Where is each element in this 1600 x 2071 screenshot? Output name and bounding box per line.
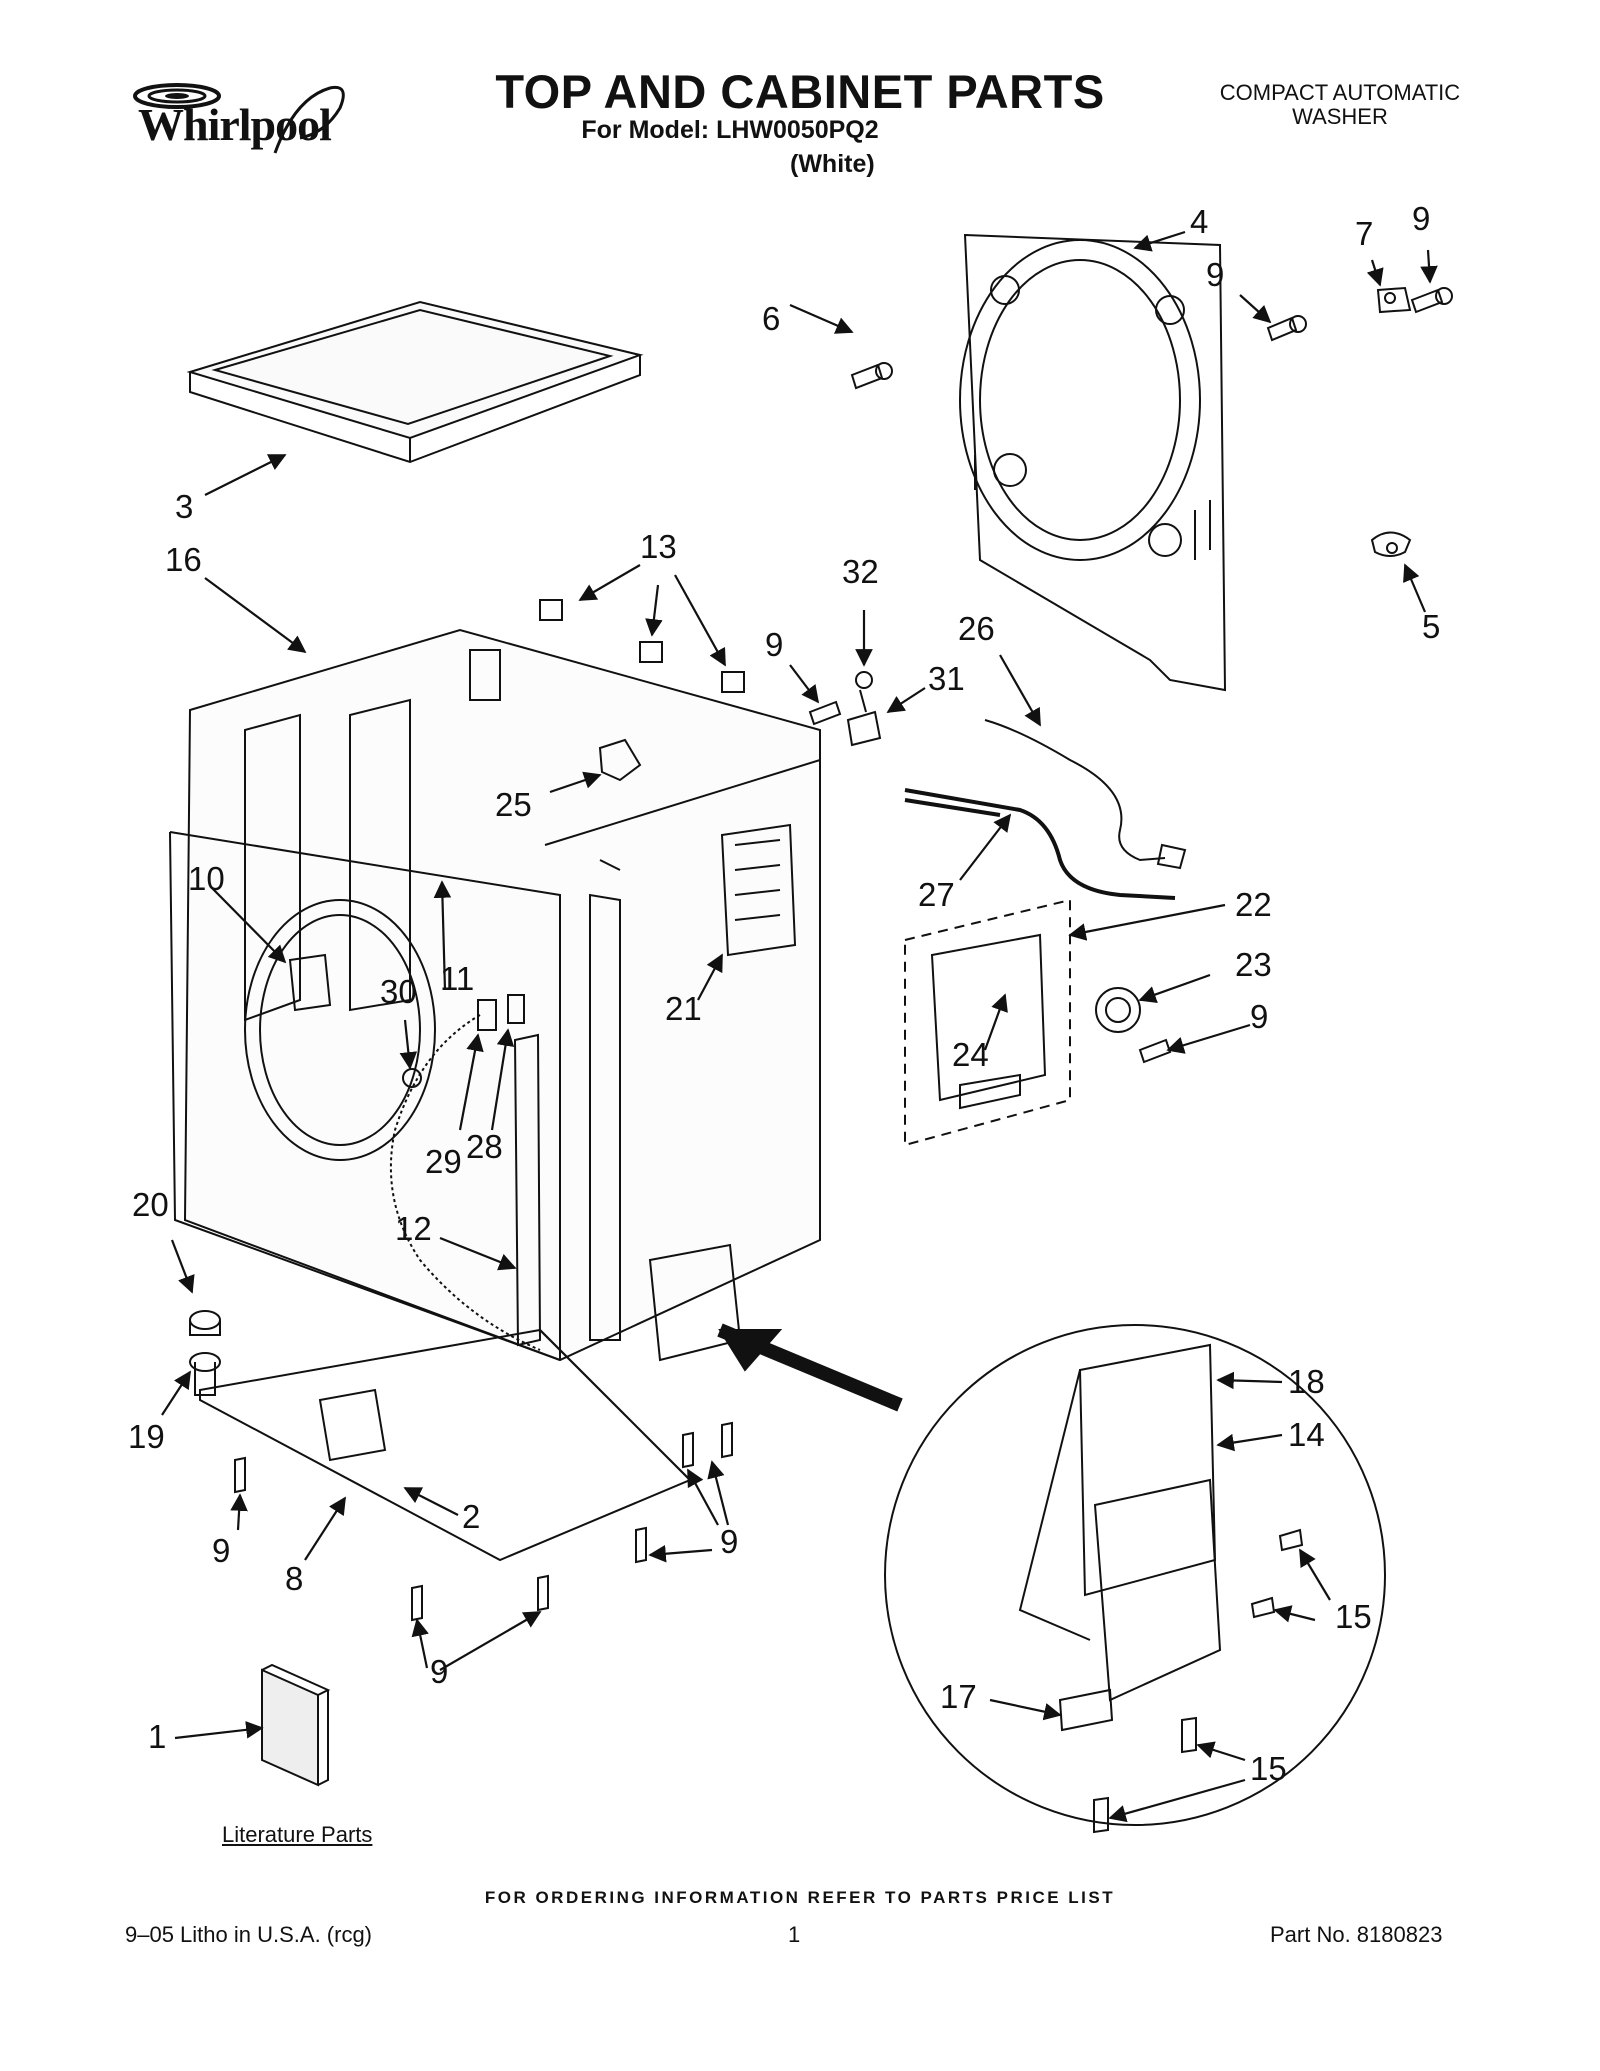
page-number: 1	[788, 1922, 801, 1947]
pressure-switch-23	[1095, 987, 1141, 1033]
callout-19: 19	[128, 1418, 165, 1455]
callout-29: 29	[425, 1143, 462, 1180]
callout-11: 11	[440, 960, 475, 997]
wire-harness	[904, 788, 1176, 900]
callout-28: 28	[466, 1128, 503, 1165]
machine-type-line-2: WASHER	[1292, 104, 1388, 129]
model-line: For Model: LHW0050PQ2	[581, 116, 879, 144]
parts-29-28	[477, 994, 525, 1031]
base-plate	[199, 1328, 692, 1562]
screws-9-base	[234, 1421, 733, 1622]
pump-bracket-24	[930, 933, 1047, 1110]
part-number: Part No. 8180823	[1270, 1922, 1443, 1947]
callout-9-b: 9	[1412, 200, 1431, 237]
brand-logo: Whirlpool	[138, 99, 332, 150]
callout-6: 6	[762, 300, 781, 337]
color-line: (White)	[790, 150, 875, 178]
detail-bracket-18	[1018, 1343, 1222, 1702]
leveling-legs	[189, 1310, 221, 1396]
callout-9-a: 9	[1206, 256, 1225, 293]
dashed-box-22	[904, 898, 1071, 1147]
cabinet	[169, 628, 821, 1362]
callout-20: 20	[132, 1186, 169, 1223]
part-25	[598, 738, 642, 782]
callout-9-e: 9	[212, 1532, 231, 1569]
callout-8: 8	[285, 1560, 304, 1597]
bracket-31	[846, 671, 882, 747]
callout-22: 22	[1235, 886, 1272, 923]
callout-9-g: 9	[430, 1653, 449, 1690]
callout-12: 12	[395, 1210, 432, 1247]
callout-2: 2	[462, 1498, 481, 1535]
callout-9-c: 9	[765, 626, 784, 663]
whirlpool-swirl-icon	[133, 83, 345, 154]
callout-21: 21	[665, 990, 702, 1027]
screw-9-cabinet	[808, 700, 842, 726]
callout-32: 32	[842, 553, 879, 590]
callout-23: 23	[1235, 946, 1272, 983]
dashed-edge	[389, 1014, 541, 1351]
callout-15-a: 15	[1335, 1598, 1372, 1635]
wire-channel-12	[513, 1033, 542, 1347]
callout-27: 27	[918, 876, 955, 913]
litho-note: 9–05 Litho in U.S.A. (rcg)	[125, 1922, 373, 1947]
callout-5: 5	[1422, 608, 1441, 645]
bracket-17	[1058, 1688, 1114, 1732]
control-board	[720, 823, 797, 957]
screw-9-switch	[1138, 1038, 1172, 1064]
callout-9-f: 9	[720, 1523, 739, 1560]
callout-1: 1	[148, 1718, 167, 1755]
detail-circle	[884, 1324, 1386, 1826]
clip-5	[1370, 531, 1412, 557]
door-lock-10	[288, 953, 332, 1012]
page-title: TOP AND CABINET PARTS	[495, 65, 1105, 118]
clamp-7	[1376, 286, 1412, 314]
callout-14: 14	[1288, 1416, 1325, 1453]
callout-4: 4	[1190, 203, 1209, 240]
leader-lines	[161, 230, 1438, 1823]
machine-type-line-1: COMPACT AUTOMATIC	[1219, 80, 1461, 105]
part-2	[318, 1388, 387, 1462]
ordering-information: FOR ORDERING INFORMATION REFER TO PARTS …	[484, 1888, 1116, 1907]
screw-9-rear	[1266, 315, 1307, 342]
power-cord	[984, 719, 1187, 870]
literature-book	[261, 1663, 331, 1787]
callout-18: 18	[1288, 1363, 1325, 1400]
callout-13: 13	[640, 528, 677, 565]
callout-10: 10	[188, 860, 225, 897]
screw-9-top-right	[1410, 287, 1453, 314]
callout-17: 17	[940, 1678, 977, 1715]
callout-25: 25	[495, 786, 532, 823]
callout-30: 30	[380, 973, 417, 1010]
rear-panel	[959, 233, 1227, 692]
callout-24: 24	[952, 1036, 989, 1073]
callout-16: 16	[165, 541, 202, 578]
callout-3: 3	[175, 488, 194, 525]
callout-26: 26	[958, 610, 995, 647]
screw-6	[850, 362, 893, 390]
literature-parts-label: Literature Parts	[222, 1822, 373, 1847]
callout-15-b: 15	[1250, 1750, 1287, 1787]
clips-13	[539, 599, 745, 693]
callout-31: 31	[928, 660, 965, 697]
callout-9-d: 9	[1250, 998, 1269, 1035]
callout-7: 7	[1355, 215, 1374, 252]
top-panel	[186, 300, 644, 464]
